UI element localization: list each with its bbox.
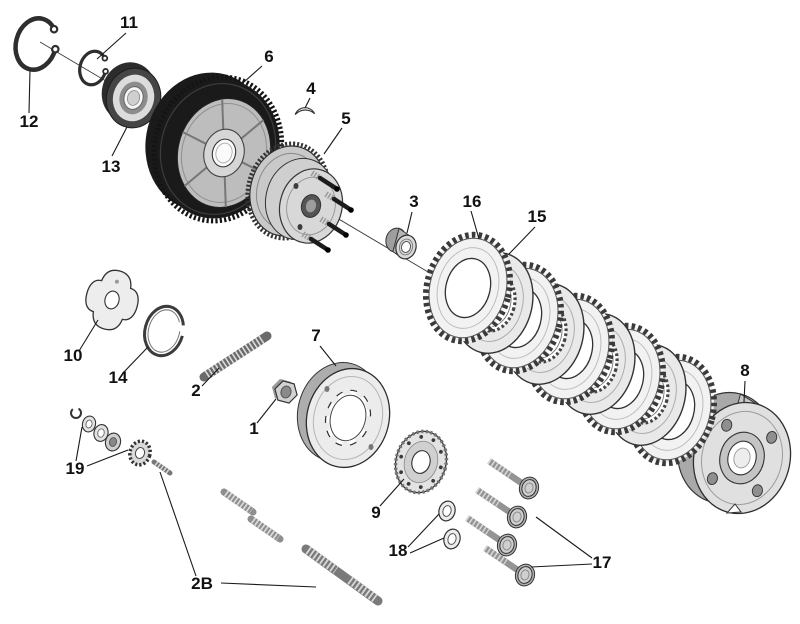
part-hex-nut <box>271 378 298 404</box>
leader-line-12 <box>28 69 31 114</box>
leader-line-13 <box>111 126 128 157</box>
part-clutch-hub <box>245 141 354 253</box>
hex-bolt <box>487 458 540 500</box>
leader-line-11 <box>96 32 127 60</box>
part-hex-bolts <box>465 458 540 587</box>
callout-label-7: 7 <box>311 326 320 345</box>
hex-bolt <box>475 487 528 529</box>
callout-label-3: 3 <box>409 192 418 211</box>
callout-label-17: 17 <box>593 553 612 572</box>
leader-line-9 <box>379 478 405 507</box>
callout-label-10: 10 <box>64 346 83 365</box>
callout-label-11: 11 <box>120 13 138 32</box>
part-spring-washer <box>143 304 185 358</box>
leader-line-2bb <box>220 582 317 588</box>
part-spring-seat <box>393 429 449 495</box>
part-snap-ring-large <box>13 16 60 72</box>
callout-label-15: 15 <box>528 207 547 226</box>
callout-label-1: 1 <box>249 419 258 438</box>
callout-label-2: 2 <box>191 381 200 400</box>
part-hub-plate <box>85 269 139 331</box>
hub-pins <box>301 170 354 253</box>
leader-line-17b <box>530 563 593 568</box>
part-pressure-plate <box>296 362 391 469</box>
leader-line-4 <box>304 97 311 109</box>
leader-line-18a <box>407 513 440 548</box>
callout-label-8: 8 <box>740 361 749 380</box>
callout-label-16: 16 <box>463 192 482 211</box>
part-clutch-drum <box>676 391 792 515</box>
leader-line-2ba <box>159 471 197 577</box>
leader-line-10 <box>78 319 99 352</box>
part-snap-ring-small <box>78 49 109 87</box>
leader-line-5 <box>323 127 343 155</box>
callout-label-9: 9 <box>371 503 380 522</box>
leader-line-6 <box>243 65 263 83</box>
leader-line-18b <box>409 537 445 554</box>
leader-line-2 <box>201 367 220 387</box>
leader-line-17a <box>535 516 593 559</box>
leader-line-8 <box>743 380 746 403</box>
leader-line-19a <box>75 426 83 462</box>
part-clutch-plate-stack <box>414 225 725 473</box>
star-washer <box>128 439 152 467</box>
leader-line-3 <box>406 211 413 234</box>
callout-label-12: 12 <box>20 112 39 131</box>
leader-line-1 <box>256 398 277 424</box>
callout-label-13: 13 <box>102 157 121 176</box>
part-spacer <box>385 227 417 260</box>
part-bearing <box>101 62 162 129</box>
callout-label-2b: 2B <box>191 574 213 593</box>
callout-label-19: 19 <box>66 459 85 478</box>
part-stud-set <box>220 488 383 606</box>
leader-line-15 <box>508 226 536 255</box>
leader-line-16 <box>470 210 480 240</box>
hex-bolt <box>483 545 536 587</box>
leader-line-14 <box>122 346 149 374</box>
callout-label-5: 5 <box>341 109 350 128</box>
hex-bolt <box>465 515 518 557</box>
callout-label-4: 4 <box>306 79 316 98</box>
leader-line-19b <box>86 449 129 467</box>
part-washers <box>438 500 461 550</box>
part-retaining-clip <box>294 107 316 116</box>
part-threaded-stud <box>199 331 272 382</box>
callout-label-6: 6 <box>264 47 273 66</box>
leader-line-7 <box>319 345 337 367</box>
part-small-hardware-set <box>70 407 173 476</box>
callout-label-18: 18 <box>389 541 408 560</box>
callout-label-14: 14 <box>109 368 128 387</box>
leader-lines <box>28 32 746 588</box>
